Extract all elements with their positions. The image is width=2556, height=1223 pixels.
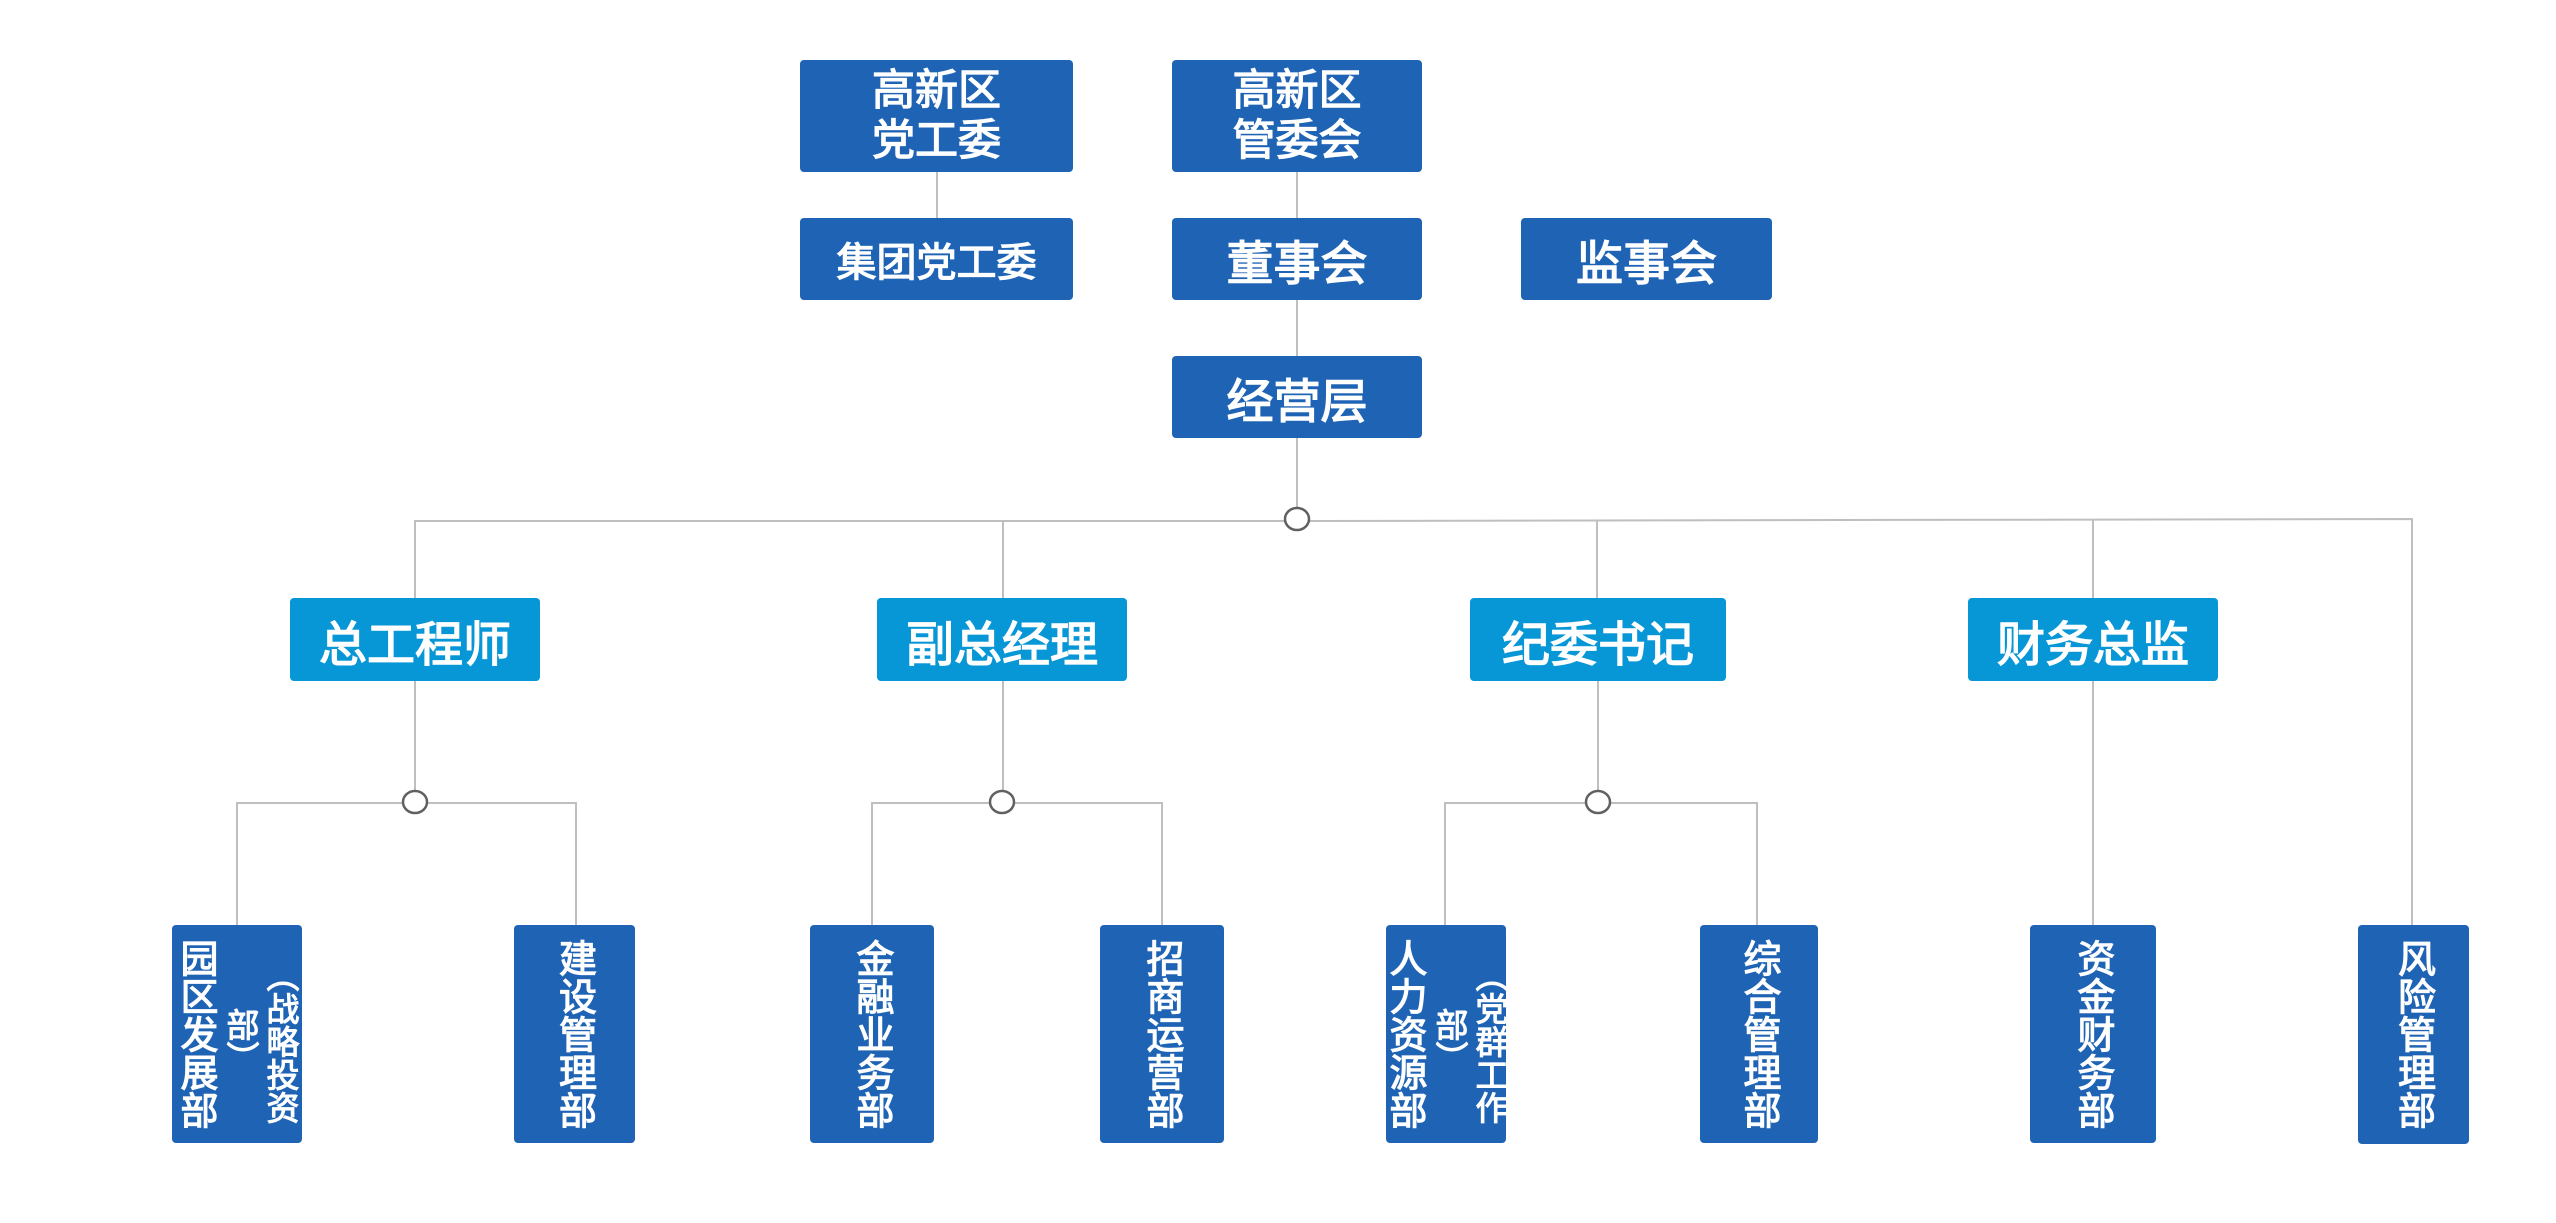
dept-general-management-label: 综合管理部 [1737, 939, 1781, 1129]
dept-risk-management: 风险管理部 [2358, 925, 2469, 1144]
dept-finance-business: 金融业务部 [810, 925, 934, 1143]
management-layer-box: 经营层 [1172, 356, 1422, 438]
cfo-box: 财务总监 [1968, 598, 2218, 681]
dept-investment-operation-label: 招商运营部 [1140, 939, 1184, 1129]
dept-park-development: （战略投资部） 园区发展部 [172, 925, 302, 1143]
dept-human-resources: （党群工作部） 人力资源部 [1383, 925, 1509, 1143]
board-of-directors-box: 董事会 [1172, 218, 1422, 300]
junction-node-deputy [988, 789, 1016, 815]
dept-park-development-sub: （战略投资部） [221, 958, 300, 1124]
dept-human-resources-label: 人力资源部 [1383, 939, 1427, 1129]
dept-human-resources-sub: （党群工作部） [1430, 958, 1509, 1124]
discipline-secretary-box: 纪委书记 [1470, 598, 1726, 681]
dept-general-management: 综合管理部 [1700, 925, 1818, 1143]
junction-node-secretary [1584, 789, 1612, 815]
dept-capital-finance-label: 资金财务部 [2071, 939, 2115, 1129]
dept-construction-label: 建设管理部 [552, 939, 597, 1129]
dept-investment-operation: 招商运营部 [1100, 925, 1224, 1143]
group-party-committee-box: 集团党工委 [800, 218, 1073, 300]
dept-finance-business-label: 金融业务部 [850, 939, 894, 1129]
dept-construction: 建设管理部 [514, 925, 635, 1143]
deputy-gm-box: 副总经理 [877, 598, 1127, 681]
dept-capital-finance: 资金财务部 [2030, 925, 2156, 1143]
junction-node-engineer [401, 789, 429, 815]
junction-node-top [1283, 506, 1311, 532]
management-committee-box: 高新区 管委会 [1172, 60, 1422, 172]
board-of-supervisors-box: 监事会 [1521, 218, 1772, 300]
party-committee-box: 高新区 党工委 [800, 60, 1073, 172]
chief-engineer-box: 总工程师 [290, 598, 540, 681]
dept-risk-management-label: 风险管理部 [2391, 939, 2436, 1129]
dept-park-development-label: 园区发展部 [174, 939, 218, 1129]
